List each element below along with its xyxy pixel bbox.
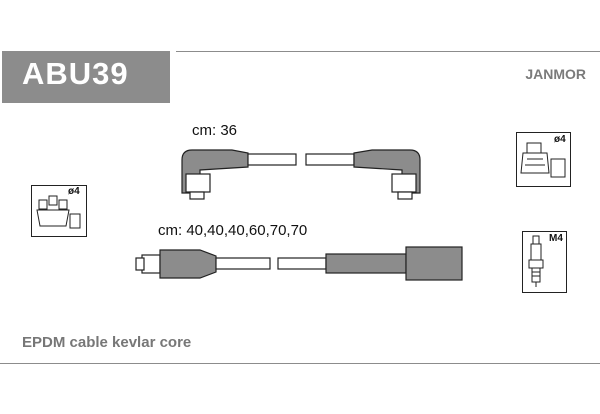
ignition-coil-icon-box — [516, 132, 571, 187]
distributor-cap-icon-box — [31, 185, 87, 237]
long-cable-wire-left — [215, 257, 271, 270]
long-cable-left-boot — [159, 249, 217, 279]
long-cable-left-terminal — [141, 254, 161, 274]
long-cable-wire-right — [277, 257, 327, 270]
spark-plug-thread-label: M4 — [549, 233, 563, 244]
long-cable-right-boot — [405, 246, 463, 281]
long-cable — [135, 246, 463, 281]
short-cable-right-clip — [397, 191, 413, 200]
short-cable-wire-right — [305, 153, 355, 166]
brand-name: JANMOR — [525, 66, 586, 82]
header-divider — [176, 51, 600, 52]
distributor-cap-icon — [36, 195, 81, 229]
short-cable-left-terminal — [185, 173, 211, 193]
product-code-box — [2, 51, 170, 103]
cable-description: EPDM cable kevlar core — [22, 334, 192, 351]
distributor-diameter-label: ø4 — [68, 186, 80, 197]
short-cable-left-clip — [189, 191, 205, 200]
product-code: ABU39 — [22, 56, 129, 91]
spark-plug-icon-box — [522, 231, 567, 293]
long-cable-left-tip — [135, 257, 145, 271]
spark-plug-icon — [528, 235, 544, 287]
footer-divider — [0, 363, 600, 364]
long-cable-length-label: cm: 40,40,40,60,70,70 — [158, 222, 308, 239]
ignition-coil-icon — [520, 142, 566, 178]
short-cable — [181, 149, 421, 200]
short-cable-right-terminal — [391, 173, 417, 193]
short-cable-length-label: cm: 36 — [192, 122, 238, 139]
short-cable-wire-left — [247, 153, 297, 166]
long-cable-right-sleeve — [325, 253, 407, 274]
coil-diameter-label: ø4 — [554, 134, 566, 145]
